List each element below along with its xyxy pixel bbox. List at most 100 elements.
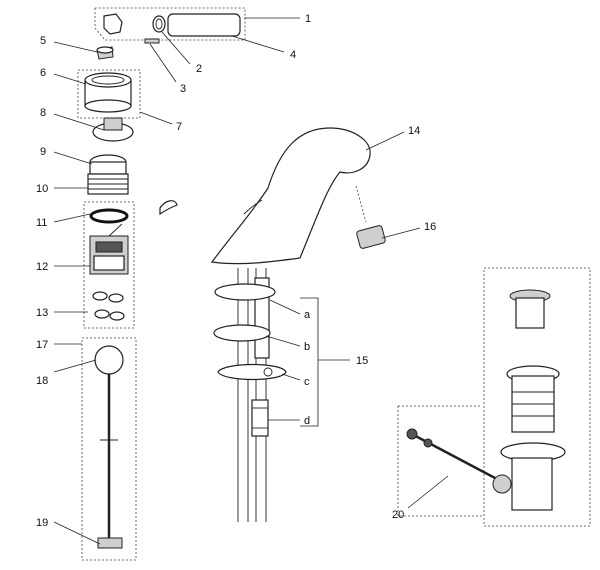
clip [159, 200, 178, 216]
leader-c [281, 373, 301, 381]
callout-1: 1 [305, 13, 311, 25]
group-17-19-outline [81, 337, 137, 561]
leader-14 [365, 131, 405, 151]
spout-shell [210, 127, 371, 265]
callout-2: 2 [196, 63, 202, 75]
pivot-ball [406, 428, 418, 440]
drain-group-outline [483, 267, 591, 527]
cap-6-top [84, 72, 132, 88]
seal-13 [109, 311, 125, 321]
o-ring-2 [152, 15, 166, 33]
callout-11: 11 [36, 217, 47, 229]
leader-8 [53, 113, 105, 131]
leader-3 [149, 43, 177, 83]
washer-a [214, 283, 276, 301]
bracket-c [217, 363, 287, 381]
callout-a: a [304, 309, 311, 321]
callout-13: 13 [36, 307, 48, 319]
callout-19: 19 [36, 517, 48, 529]
cap-6-bottom [84, 99, 132, 113]
leader-a [269, 299, 301, 315]
drain-tailpiece [511, 457, 553, 511]
o-ring-2-inner [155, 18, 163, 30]
knob-spline [103, 117, 123, 131]
washer-b [213, 324, 271, 342]
callout-7: 7 [176, 121, 182, 133]
leader-19 [53, 521, 101, 545]
callout-3: 3 [180, 83, 186, 95]
spout-detail [243, 199, 263, 215]
o-ring-11 [89, 208, 129, 224]
part-group-17-19 [81, 337, 137, 561]
callout-4: 4 [290, 49, 296, 61]
part-5-nut [96, 46, 114, 60]
leader-9 [53, 151, 93, 165]
aerator-16 [355, 185, 386, 249]
cartridge-stem [108, 223, 123, 237]
leader-b [265, 335, 301, 347]
nut-d [251, 399, 269, 437]
callout-c: c [304, 376, 310, 388]
seal-13 [92, 291, 108, 301]
callout-d: d [304, 415, 310, 427]
nut-9-body [89, 161, 127, 175]
leader-18 [53, 359, 97, 373]
leader-16 [381, 227, 421, 239]
leader-6 [53, 73, 87, 85]
cartridge-detail [95, 241, 123, 253]
callout-b: b [304, 341, 310, 353]
pin-3 [144, 38, 160, 44]
callout-9: 9 [40, 146, 46, 158]
part-group-15 [213, 283, 319, 437]
leader-5 [53, 41, 98, 53]
group-1-4-outline [94, 7, 246, 41]
leader-7 [139, 111, 173, 125]
callout-labels: 1 2 3 4 5 6 7 8 9 10 11 12 13 14 15 16 1… [36, 13, 436, 529]
part-8-knob [92, 117, 134, 142]
bracket-hole [263, 367, 273, 377]
cartridge-body [93, 255, 125, 271]
aerator-guide [355, 185, 367, 223]
nut-top [96, 46, 114, 54]
callout-18: 18 [36, 375, 48, 387]
leader-4 [231, 35, 285, 53]
part-group-6-8 [77, 69, 141, 119]
group-6-8-outline [77, 69, 141, 119]
part-group-11-13 [83, 201, 135, 329]
callout-10: 10 [36, 183, 48, 195]
callout-20: 20 [392, 509, 404, 521]
rod-clamp-19 [97, 537, 123, 549]
cap-6-rim [91, 75, 125, 85]
callout-14: 14 [408, 125, 420, 137]
pivot-ball [423, 438, 433, 448]
pivot-rod [407, 430, 496, 480]
drain-group-outline [397, 406, 484, 517]
group-11-13-outline [83, 201, 135, 329]
knob-18 [94, 345, 124, 375]
leader-lines [53, 17, 449, 545]
pipe-tube [167, 13, 241, 37]
leader-20 [407, 475, 449, 509]
seal-13 [94, 309, 110, 319]
callout-15: 15 [356, 355, 368, 367]
seal-13 [108, 293, 124, 303]
leader-2 [161, 31, 191, 65]
callout-6: 6 [40, 67, 46, 79]
callout-8: 8 [40, 107, 46, 119]
leader-11 [53, 213, 91, 223]
drain-side-port [492, 474, 512, 494]
spout-body-14 [210, 127, 371, 522]
drain-assembly-20 [397, 267, 591, 527]
group-15-bracket [300, 297, 319, 427]
part-group-1-4 [94, 7, 246, 44]
callout-5: 5 [40, 35, 46, 47]
callout-17: 17 [36, 339, 48, 351]
aerator-body [356, 225, 386, 249]
part-9-10-nut [87, 154, 129, 195]
drain-plug-stem [515, 297, 545, 329]
callout-16: 16 [424, 221, 436, 233]
elbow-fitting [103, 13, 123, 35]
callout-12: 12 [36, 261, 48, 273]
